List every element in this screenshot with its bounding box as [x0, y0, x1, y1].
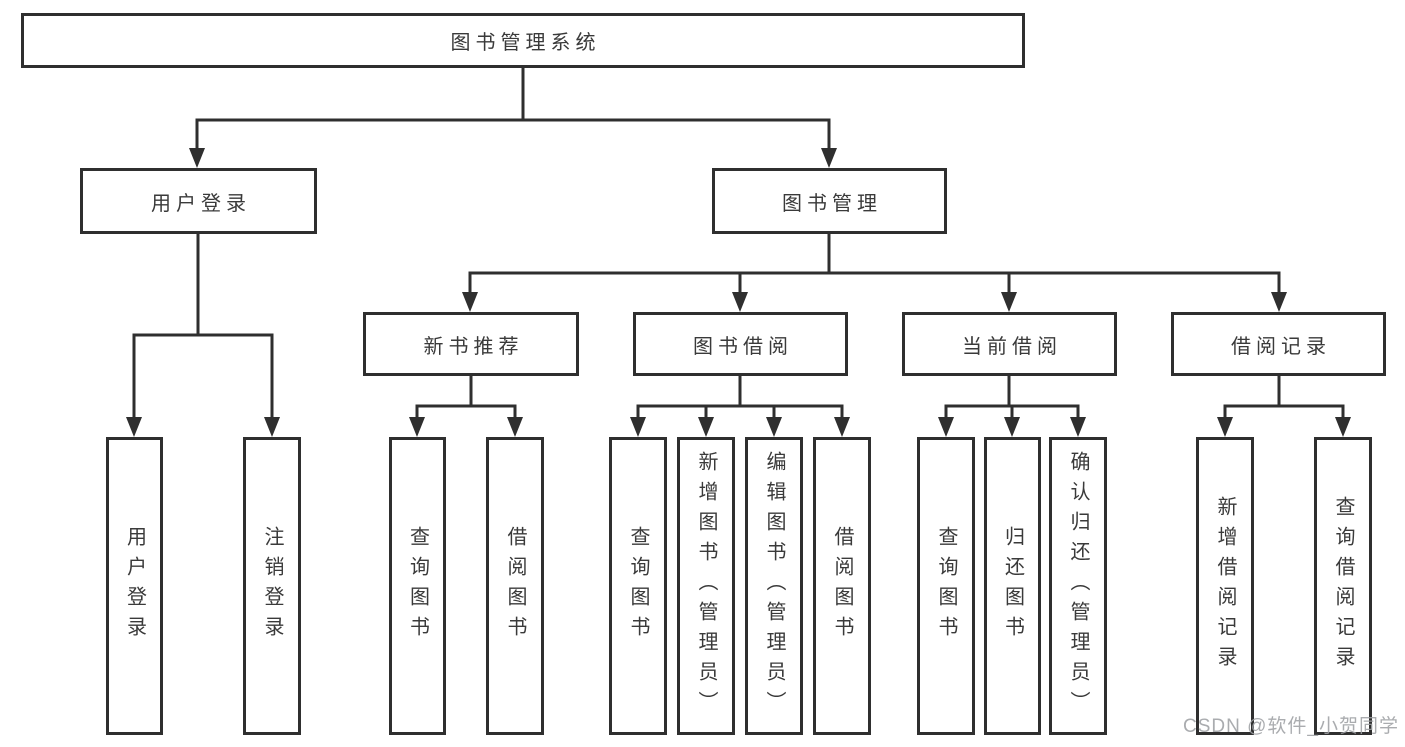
connector-user-login-children — [126, 232, 280, 437]
arrowhead-user-login — [189, 148, 205, 168]
arrowhead-borrow-books-2 — [834, 417, 850, 437]
connector-new-book-recommend-lines — [415, 374, 517, 423]
connector-book-management-lines — [468, 232, 1281, 298]
arrowhead-query-books-3 — [938, 417, 954, 437]
leaf-query-borrow-record: 查询借阅记录 — [1314, 437, 1372, 735]
connector-book-borrow-lines — [636, 374, 844, 423]
node-root: 图书管理系统 — [21, 13, 1025, 68]
leaf-edit-book-admin: 编辑图书（管理员） — [745, 437, 803, 735]
node-user-login: 用户登录 — [80, 168, 317, 234]
leaf-query-books-2: 查询图书 — [609, 437, 667, 735]
leaf-add-borrow-record: 新增借阅记录 — [1196, 437, 1254, 735]
arrowhead-leaf-user-login — [126, 417, 142, 437]
leaf-borrow-books-1: 借阅图书 — [486, 437, 544, 735]
arrowhead-book-borrow — [732, 292, 748, 312]
leaf-logout: 注销登录 — [243, 437, 301, 735]
connector-current-borrow-lines — [944, 374, 1080, 423]
leaf-add-book-admin: 新增图书（管理员） — [677, 437, 735, 735]
connector-root-to-level2 — [189, 66, 837, 168]
node-borrow-records: 借阅记录 — [1171, 312, 1386, 376]
arrowhead-leaf-logout — [264, 417, 280, 437]
node-book-borrow: 图书借阅 — [633, 312, 848, 376]
arrowhead-query-books-2 — [630, 417, 646, 437]
csdn-watermark: CSDN @软件_小贺同学 — [1183, 716, 1399, 737]
connector-borrow-records-lines — [1223, 374, 1345, 423]
leaf-query-books-1: 查询图书 — [389, 437, 446, 735]
arrowhead-return-book — [1004, 417, 1020, 437]
arrowhead-new-book-recommend — [462, 292, 478, 312]
connector-borrow-records-children — [1217, 374, 1351, 437]
connector-current-borrow-children — [938, 374, 1086, 437]
leaf-query-books-3: 查询图书 — [917, 437, 975, 735]
arrowhead-add-borrow-record — [1217, 417, 1233, 437]
arrowhead-borrow-books-1 — [507, 417, 523, 437]
arrowhead-confirm-return-admin — [1070, 417, 1086, 437]
arrowhead-current-borrow — [1001, 292, 1017, 312]
leaf-return-book: 归还图书 — [984, 437, 1041, 735]
connector-book-borrow-children — [630, 374, 850, 437]
connector-user-login-lines — [132, 232, 274, 423]
node-new-book-recommend: 新书推荐 — [363, 312, 579, 376]
node-current-borrow: 当前借阅 — [902, 312, 1117, 376]
leaf-confirm-return-admin: 确认归还（管理员） — [1049, 437, 1107, 735]
arrowhead-add-book-admin — [698, 417, 714, 437]
arrowhead-query-books-1 — [409, 417, 425, 437]
node-book-management: 图书管理 — [712, 168, 947, 234]
connector-new-book-recommend-children — [409, 374, 523, 437]
leaf-user-login: 用户登录 — [106, 437, 163, 735]
arrowhead-edit-book-admin — [766, 417, 782, 437]
connector-root-lines — [195, 66, 831, 154]
arrowhead-borrow-records — [1271, 292, 1287, 312]
arrowhead-query-borrow-record — [1335, 417, 1351, 437]
arrowhead-book-management — [821, 148, 837, 168]
connector-book-management-children — [462, 232, 1287, 312]
leaf-borrow-books-2: 借阅图书 — [813, 437, 871, 735]
